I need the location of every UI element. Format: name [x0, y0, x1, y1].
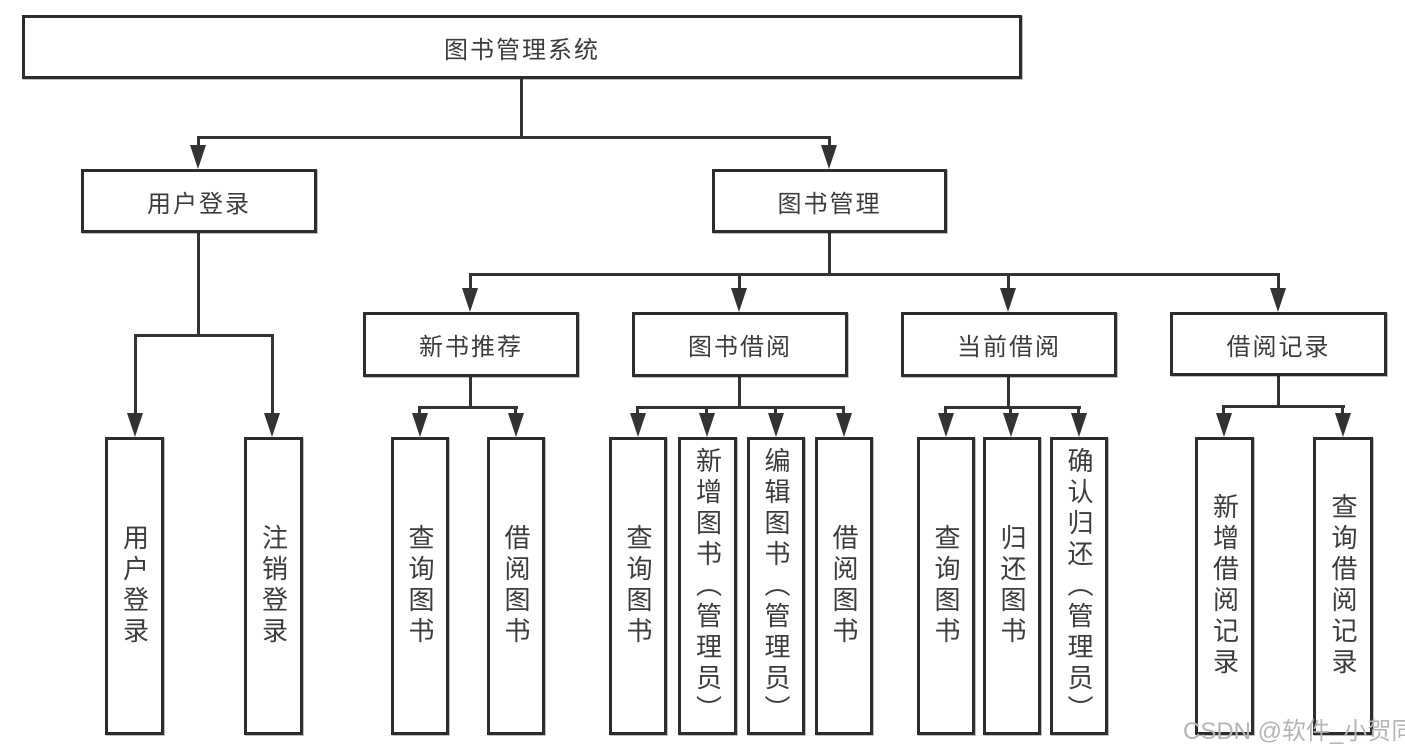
leaf-cb-return-books: 归还图书	[983, 437, 1041, 735]
leaf-br-query-record: 查询借阅记录	[1313, 437, 1373, 735]
arrow-to-nb-borrow	[508, 413, 524, 437]
connector-root-stem	[520, 79, 523, 137]
leaf-cb-return-books-label: 归还图书	[997, 524, 1027, 648]
arrow-to-cb-confirm	[1071, 413, 1087, 437]
leaf-bb-edit-books-admin: 编辑图书（管理员）	[747, 437, 805, 735]
arrow-to-leaf-login	[127, 413, 143, 437]
connector-shaft-book-borrow	[738, 273, 741, 291]
connector-user-login-stem	[197, 233, 200, 336]
arrow-to-bb-edit	[768, 413, 784, 437]
connector-current-borrow-bar	[945, 406, 1081, 409]
node-root-label: 图书管理系统	[444, 36, 600, 64]
leaf-bb-borrow-books: 借阅图书	[815, 437, 873, 735]
connector-user-login-bar	[135, 334, 274, 337]
leaf-br-add-record: 新增借阅记录	[1195, 437, 1254, 735]
arrow-to-book-mgmt	[821, 145, 837, 169]
connector-shaft-leaf-login	[134, 334, 137, 420]
connector-shaft-br-add	[1222, 405, 1225, 419]
arrow-to-user-login	[190, 145, 206, 169]
leaf-bb-add-books-admin: 新增图书（管理员）	[678, 437, 737, 735]
leaf-bb-query-books: 查询图书	[609, 437, 667, 735]
arrow-to-nb-query	[412, 413, 428, 437]
leaf-user-login: 用户登录	[105, 437, 164, 735]
connector-book-borrow-stem	[738, 377, 741, 408]
connector-borrow-records-stem	[1277, 376, 1280, 407]
leaf-cb-query-books: 查询图书	[917, 437, 975, 735]
connector-shaft-book-mgmt	[828, 136, 831, 150]
node-borrow-records: 借阅记录	[1170, 312, 1387, 376]
leaf-br-query-record-label: 查询借阅记录	[1328, 493, 1358, 679]
connector-shaft-borrow-records	[1277, 273, 1280, 291]
arrow-to-br-add	[1216, 413, 1232, 437]
arrow-to-cb-return	[1003, 413, 1019, 437]
node-user-login-label: 用户登录	[147, 190, 251, 218]
leaf-br-add-record-label: 新增借阅记录	[1209, 493, 1240, 679]
arrow-to-cb-query	[938, 413, 954, 437]
node-current-borrow: 当前借阅	[901, 312, 1117, 377]
arrow-to-br-query	[1335, 413, 1351, 437]
connector-new-book-bar	[419, 406, 518, 409]
arrow-to-bb-add	[699, 413, 715, 437]
node-new-book-rec: 新书推荐	[363, 312, 579, 377]
leaf-bb-query-books-label: 查询图书	[623, 524, 653, 648]
leaf-user-login-label: 用户登录	[119, 524, 150, 648]
leaf-bb-add-books-admin-label: 新增图书（管理员）	[692, 446, 723, 726]
leaf-logout-label: 注销登录	[258, 524, 289, 648]
connector-current-borrow-stem	[1007, 377, 1010, 408]
connector-borrow-records-bar	[1223, 405, 1345, 408]
node-book-borrow-label: 图书借阅	[688, 334, 792, 361]
connector-new-book-stem	[469, 377, 472, 408]
node-root: 图书管理系统	[22, 15, 1022, 79]
connector-shaft-user-login	[197, 136, 200, 150]
leaf-bb-borrow-books-label: 借阅图书	[829, 524, 859, 648]
connector-shaft-leaf-logout	[271, 334, 274, 420]
arrow-to-bb-borrow	[836, 413, 852, 437]
connector-book-mgmt-stem	[828, 233, 831, 275]
leaf-cb-confirm-return-admin: 确认归还（管理员）	[1050, 437, 1108, 735]
connector-book-borrow-bar	[637, 406, 845, 409]
node-user-login: 用户登录	[81, 169, 317, 233]
node-new-book-rec-label: 新书推荐	[419, 334, 523, 361]
connector-shaft-new-book	[469, 273, 472, 291]
connector-shaft-current-borrow	[1007, 273, 1010, 291]
leaf-bb-edit-books-admin-label: 编辑图书（管理员）	[761, 446, 791, 726]
leaf-logout: 注销登录	[244, 437, 303, 735]
leaf-nb-borrow-books-label: 借阅图书	[501, 524, 531, 648]
arrow-to-book-borrow	[731, 288, 747, 312]
arrow-to-borrow-records	[1270, 288, 1286, 312]
arrow-to-current-borrow	[1000, 288, 1016, 312]
leaf-cb-confirm-return-admin-label: 确认归还（管理员）	[1064, 446, 1094, 726]
arrow-to-new-book	[462, 288, 478, 312]
connector-level2-bar	[197, 136, 831, 139]
node-current-borrow-label: 当前借阅	[957, 334, 1061, 361]
leaf-cb-query-books-label: 查询图书	[931, 524, 961, 648]
leaf-nb-borrow-books: 借阅图书	[487, 437, 545, 735]
node-book-borrow: 图书借阅	[632, 312, 848, 377]
leaf-nb-query-books: 查询图书	[391, 437, 449, 735]
node-book-mgmt-label: 图书管理	[777, 190, 882, 218]
watermark: CSDN @软件_小贺同学	[1183, 718, 1405, 745]
node-book-mgmt: 图书管理	[712, 169, 947, 233]
leaf-nb-query-books-label: 查询图书	[405, 524, 435, 648]
arrow-to-leaf-logout	[264, 413, 280, 437]
connector-shaft-br-query	[1341, 405, 1344, 419]
node-borrow-records-label: 借阅记录	[1226, 333, 1331, 361]
connector-level3-bar	[469, 273, 1280, 276]
arrow-to-bb-query	[630, 413, 646, 437]
